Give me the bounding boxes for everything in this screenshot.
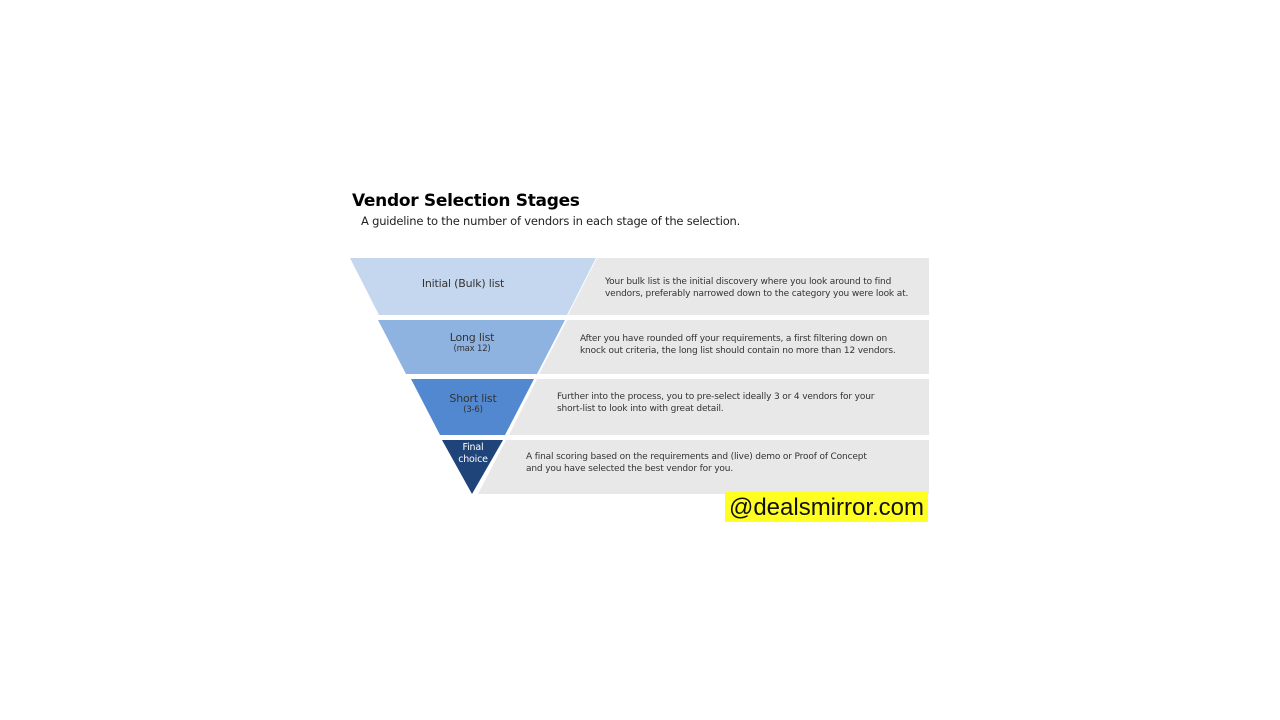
stage-1-label: Initial (Bulk) list bbox=[400, 277, 526, 290]
stage-3-description-line1: Further into the process, you to pre-sel… bbox=[557, 392, 875, 402]
watermark: @dealsmirror.com bbox=[725, 492, 928, 522]
stage-2-label: Long list (max 12) bbox=[412, 331, 532, 355]
stage-4-band bbox=[442, 440, 503, 494]
stage-3-band bbox=[411, 379, 534, 435]
stage-2-band bbox=[378, 320, 565, 374]
stage-4-description: A final scoring based on the requirement… bbox=[526, 451, 867, 475]
stage-4-title-line2: choice bbox=[458, 454, 488, 465]
stage-1-description-line1: Your bulk list is the initial discovery … bbox=[605, 277, 892, 287]
stage-1-panel bbox=[568, 258, 929, 315]
stage-3-description-line2: short-list to look into with great detai… bbox=[557, 404, 724, 414]
stage-2-count: (max 12) bbox=[453, 344, 491, 354]
stage-2-description-line2: knock out criteria, the long list should… bbox=[580, 346, 896, 356]
stage-2-title: Long list bbox=[449, 331, 495, 344]
stage-3-count: (3-6) bbox=[463, 405, 483, 415]
stage-4-panel bbox=[478, 440, 929, 494]
diagram-subtitle: A guideline to the number of vendors in … bbox=[361, 214, 741, 228]
stage-3-title: Short list bbox=[449, 392, 497, 405]
stage-4-title-line1: Final bbox=[462, 442, 484, 453]
stage-1-band bbox=[350, 258, 596, 315]
stage-2-description-line1: After you have rounded off your requirem… bbox=[580, 334, 888, 344]
stage-3-label: Short list (3-6) bbox=[423, 392, 523, 416]
diagram-title: Vendor Selection Stages bbox=[352, 191, 580, 211]
stage-2-description: After you have rounded off your requirem… bbox=[580, 333, 896, 357]
stage-4-label: Final choice bbox=[448, 442, 498, 466]
stage-2-panel bbox=[539, 320, 929, 374]
stage-1-description: Your bulk list is the initial discovery … bbox=[605, 276, 908, 300]
stage-4-description-line2: and you have selected the best vendor fo… bbox=[526, 464, 734, 474]
stage-3-panel bbox=[509, 379, 929, 435]
stage-1-description-line2: vendors, preferably narrowed down to the… bbox=[605, 289, 909, 299]
stage-3-description: Further into the process, you to pre-sel… bbox=[557, 391, 874, 415]
stage-4-description-line1: A final scoring based on the requirement… bbox=[526, 452, 867, 462]
stage-1-title: Initial (Bulk) list bbox=[421, 277, 505, 290]
